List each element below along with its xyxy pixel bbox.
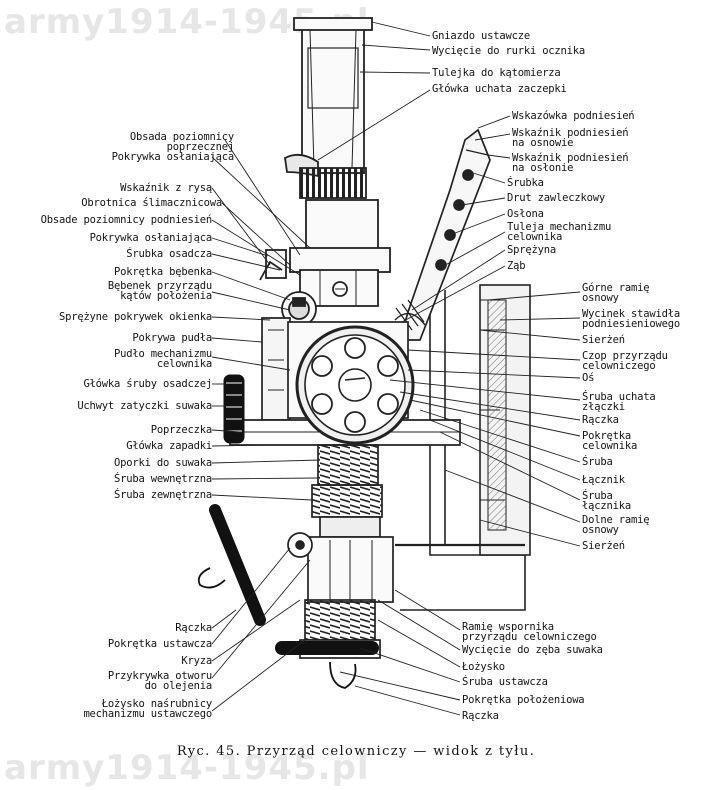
label-left-3: Wskaźnik z rysą [120,182,212,194]
handwheel [295,325,415,445]
figure-caption: Ryc. 45. Przyrząd celowniczy — widok z t… [176,744,536,759]
label-left-14: Uchwyt zatyczki suwaka [77,400,212,412]
label-left-22: Kryza [181,655,212,667]
label-left-21: Pokrętka ustawcza [107,638,212,650]
label-right-23: Łącznik [582,474,625,486]
label-right-8: Śrubka [507,177,544,189]
label-right-22: Śruba [582,456,613,468]
label-left-13: Główka śruby osadczej [83,378,212,390]
column-and-tube [259,17,391,327]
label-right-17: Czop przyrządu celowniczego [582,350,668,372]
label-right-21: Pokrętka celownika [582,430,638,452]
label-left-9: Bębenek przyrządu kątów położenia [107,280,212,302]
label-left-5: Obsade poziomnicy podniesień [40,214,213,226]
label-left-1: Obsada poziomnicy poprzecznej [129,131,234,153]
label-right-26: Sierżeń [582,540,625,552]
label-right-18: Oś [582,372,595,384]
label-left-15: Poprzeczka [150,424,212,436]
label-right-16: Sierżeń [582,334,625,346]
label-right-28: Wycięcie do zęba suwaka [462,644,603,656]
elevation-arm [394,128,491,341]
label-right-14: Górne ramię osnowy [582,282,650,304]
elevating-screw [287,444,394,659]
label-right-19: Śruba uchata złączki [582,391,656,413]
label-right-10: Osłona [507,208,544,220]
label-right-25: Dolne ramię osnowy [582,514,650,536]
label-right-7: Wskaźnik podniesień na osłonie [512,152,629,174]
watermark-bottom: army1914-1945.pl [4,748,370,788]
label-left-20: Rączka [175,622,212,634]
label-left-11: Pokrywa pudła [132,332,212,344]
label-left-7: Śrubka osadcza [126,248,212,260]
label-right-4: Główka uchata zaczepki [432,83,567,95]
label-right-27: Ramię wspornika przyrządu celowniczego [462,621,597,643]
label-right-31: Pokrętka położeniowa [462,694,585,706]
label-left-12: Pudło mechanizmu celownika [114,348,212,370]
label-right-15: Wycinek stawidła podniesieniowego [582,308,680,330]
label-right-30: Śruba ustawcza [462,676,548,688]
label-right-5: Wskazówka podniesień [512,110,635,122]
label-right-32: Rączka [462,710,499,722]
label-right-6: Wskaźnik podniesień na osnowie [512,127,629,149]
label-left-19: Śruba zewnętrzna [114,489,212,501]
label-left-10: Sprężyne pokrywek okienka [58,311,212,323]
label-right-11: Tuleja mechanizmu celownika [507,221,612,243]
label-left-18: Śruba wewnętrzna [114,473,212,485]
label-left-6: Pokrywka osłaniająca [89,232,213,244]
label-right-9: Drut zawleczkowy [507,192,605,204]
label-right-12: Sprężyna [507,244,556,256]
label-left-4: Obrotnica ślimacznicowa [81,197,222,209]
label-left-24: Łożysko naśrubnicy mechanizmu ustawczego [83,698,212,720]
label-left-17: Oporki do suwaka [114,457,212,469]
label-right-24: Śruba łącznika [582,490,631,512]
label-right-20: Rączka [582,414,619,426]
handles [197,374,379,689]
leader-lines-right [317,21,581,716]
label-left-16: Główka zapadki [126,440,212,452]
label-left-2: Pokrywka osłaniająca [111,151,235,163]
label-left-8: Pokrętka bębenka [114,266,212,278]
label-right-29: Łożysko [462,661,505,673]
label-right-1: Gniazdo ustawcze [432,30,530,42]
label-left-23: Przykrywka otworu do olejenia [107,670,212,692]
label-right-3: Tulejka do kątomierza [432,67,561,79]
label-right-13: Ząb [507,260,526,272]
label-right-2: Wycięcie do rurki ocznika [432,45,586,57]
leader-lines-left [211,139,321,712]
